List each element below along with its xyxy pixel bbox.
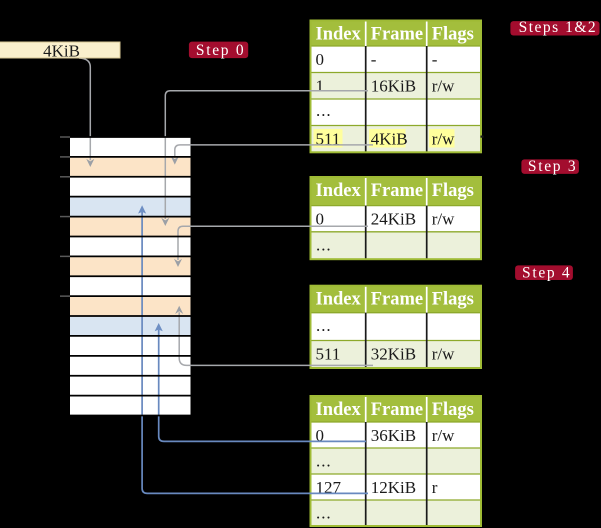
svg-text:Flags: Flags — [432, 400, 474, 420]
svg-text:Index: Index — [316, 181, 362, 201]
svg-text:24KiB: 24KiB — [371, 210, 416, 229]
svg-text:Step 0: Step 0 — [196, 42, 245, 59]
svg-text:36KiB: 36KiB — [371, 426, 416, 445]
svg-text:Step 4: Step 4 — [522, 264, 571, 281]
svg-text:Index: Index — [316, 290, 362, 310]
svg-text:...: ... — [316, 504, 332, 523]
svg-text:0: 0 — [316, 50, 325, 69]
svg-text:127: 127 — [316, 478, 342, 497]
svg-text:...: ... — [316, 316, 332, 335]
svg-text:4KiB: 4KiB — [43, 41, 80, 60]
svg-text:-: - — [432, 50, 438, 69]
svg-text:r/w: r/w — [432, 130, 455, 149]
svg-text:1: 1 — [316, 77, 325, 96]
svg-text:Frame: Frame — [371, 181, 423, 201]
svg-text:32KiB: 32KiB — [371, 345, 416, 364]
svg-text:...: ... — [316, 452, 332, 471]
svg-text:...: ... — [316, 101, 332, 120]
svg-text:Index: Index — [316, 400, 362, 420]
svg-text:r/w: r/w — [432, 345, 455, 364]
svg-text:0: 0 — [316, 210, 325, 229]
svg-text:511: 511 — [316, 345, 341, 364]
svg-text:Index: Index — [316, 25, 362, 45]
svg-text:Frame: Frame — [371, 400, 423, 420]
svg-text:r/w: r/w — [432, 210, 455, 229]
svg-text:Frame: Frame — [371, 290, 423, 310]
svg-text:16KiB: 16KiB — [371, 77, 416, 96]
svg-text:Flags: Flags — [432, 25, 474, 45]
svg-text:Flags: Flags — [432, 290, 474, 310]
svg-text:0: 0 — [316, 426, 325, 445]
svg-text:Steps 1&2: Steps 1&2 — [519, 19, 598, 36]
svg-text:r/w: r/w — [432, 77, 455, 96]
svg-text:Flags: Flags — [432, 181, 474, 201]
svg-text:r: r — [432, 478, 438, 497]
svg-text:...: ... — [316, 235, 332, 254]
svg-text:-: - — [371, 50, 377, 69]
svg-text:Step 3: Step 3 — [528, 158, 577, 175]
svg-text:12KiB: 12KiB — [371, 478, 416, 497]
svg-text:r/w: r/w — [432, 426, 455, 445]
svg-text:Frame: Frame — [371, 25, 423, 45]
svg-text:4KiB: 4KiB — [371, 130, 408, 149]
svg-text:511: 511 — [316, 130, 341, 149]
